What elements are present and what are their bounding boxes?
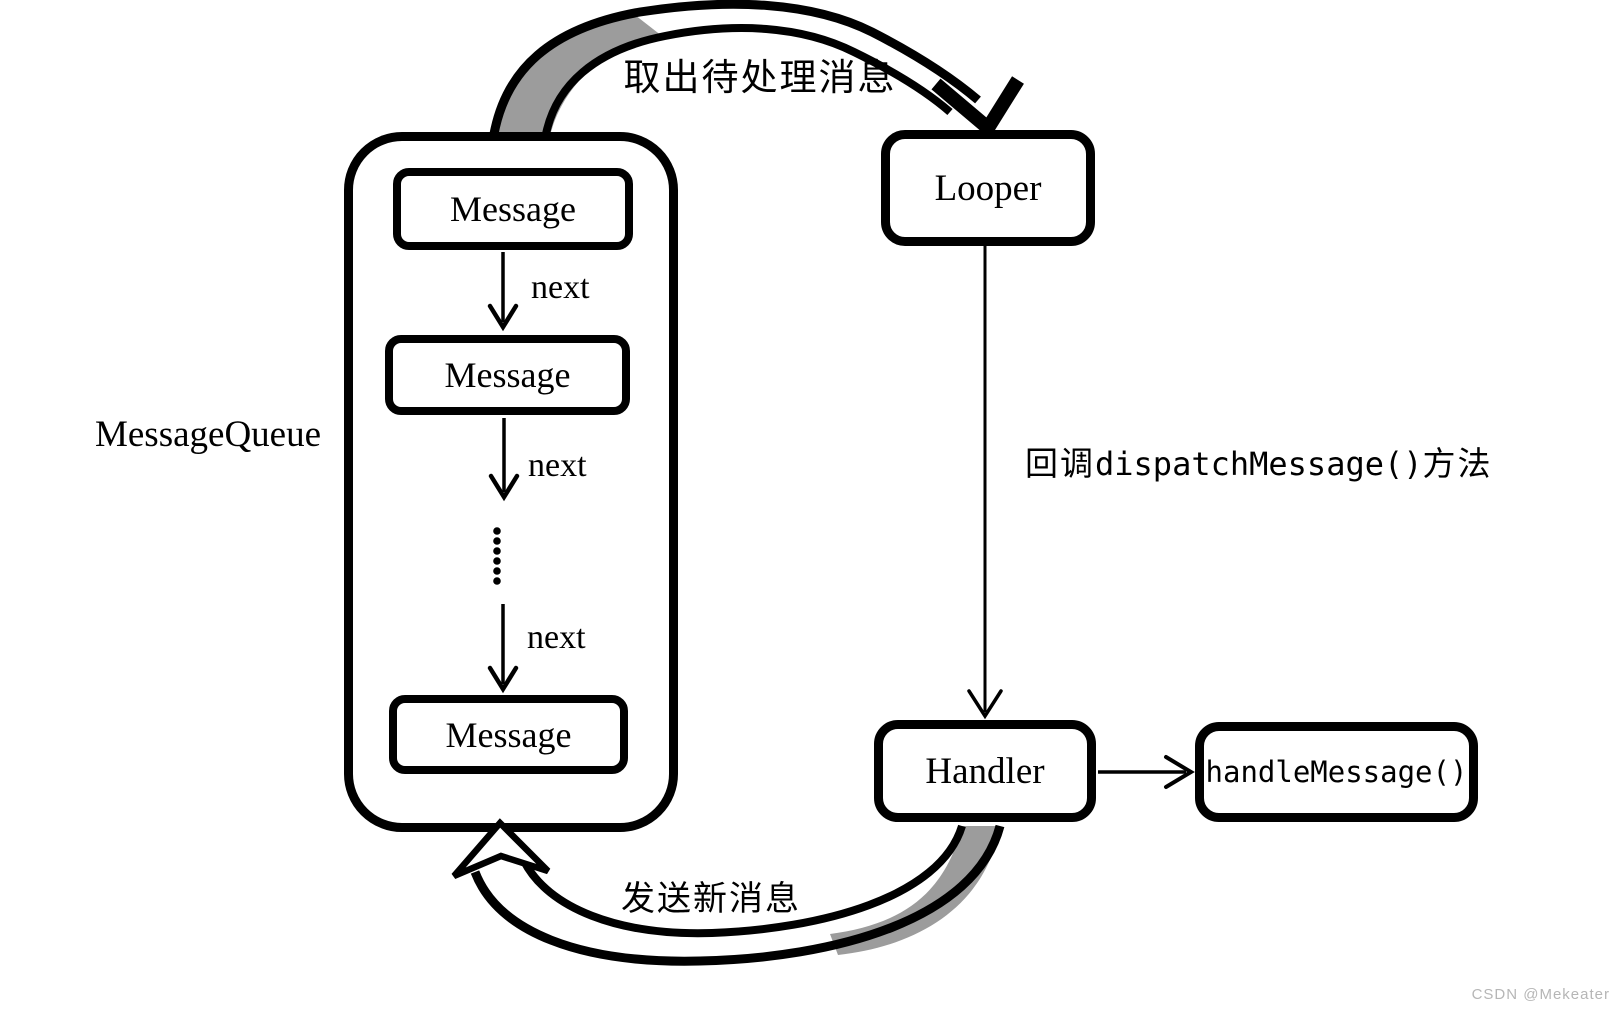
handlemessage-node: handleMessage() [1195,722,1478,822]
send-flow-label: 发送新消息 [621,881,801,918]
dispatch-label-prefix: 回调 [1025,447,1095,483]
handler-label: Handler [925,750,1045,792]
dispatch-label-suffix: 方法 [1422,447,1493,483]
handlemessage-label: handleMessage() [1205,754,1468,789]
looper-label: Looper [934,167,1042,209]
next-label-1: next [531,269,590,306]
dispatch-connector-arrow [967,246,1003,720]
messagequeue-label: MessageQueue [94,414,322,455]
message-node-3-label: Message [445,714,572,755]
message-node-2-label: Message [444,355,571,395]
message-node-1: Message [393,168,633,250]
watermark-text: CSDN @Mekeater [1471,986,1610,1003]
dequeue-flow-label: 取出待处理消息 [623,58,897,99]
message-node-3: Message [389,695,628,774]
dispatch-label-code: dispatchMessage() [1095,445,1423,483]
looper-node: Looper [881,130,1095,246]
dispatch-arrowhead-icon [967,689,1003,720]
dispatch-flow-label: 回调dispatchMessage()方法 [1025,446,1493,485]
handlemessage-connector-arrow [1098,755,1195,789]
next-label-2: next [528,447,587,484]
message-node-2: Message [385,335,630,415]
next-label-3: next [527,619,586,656]
handler-node: Handler [874,720,1096,822]
handlemessage-arrowhead-icon [1164,755,1195,789]
message-node-1-label: Message [450,189,576,229]
